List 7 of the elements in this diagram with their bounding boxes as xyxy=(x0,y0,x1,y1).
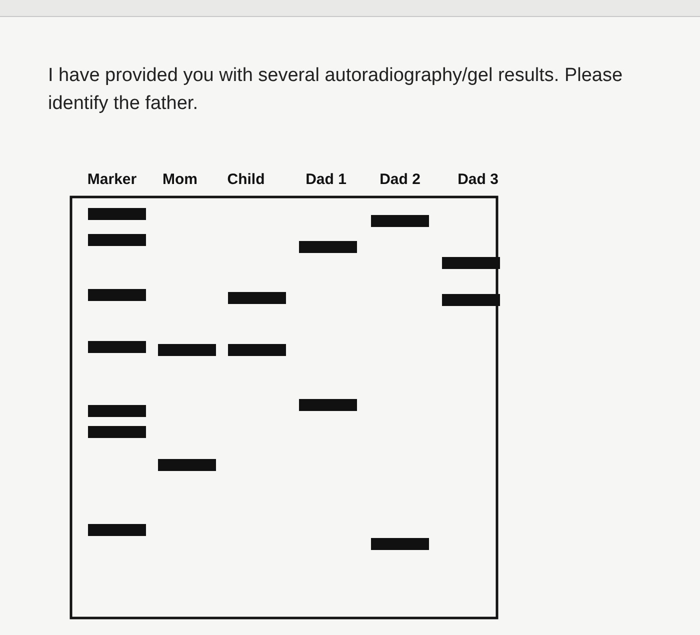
lane-label: Dad 3 xyxy=(458,171,498,188)
lane-label: Dad 1 xyxy=(306,171,346,188)
lane-label: Child xyxy=(227,171,265,188)
lane-label: Marker xyxy=(87,171,137,188)
question-text: I have provided you with several autoradiography/gel results. Please identify the father. xyxy=(48,64,624,116)
lane-label: Dad 2 xyxy=(380,171,420,188)
lane-label: Mom xyxy=(162,171,198,188)
